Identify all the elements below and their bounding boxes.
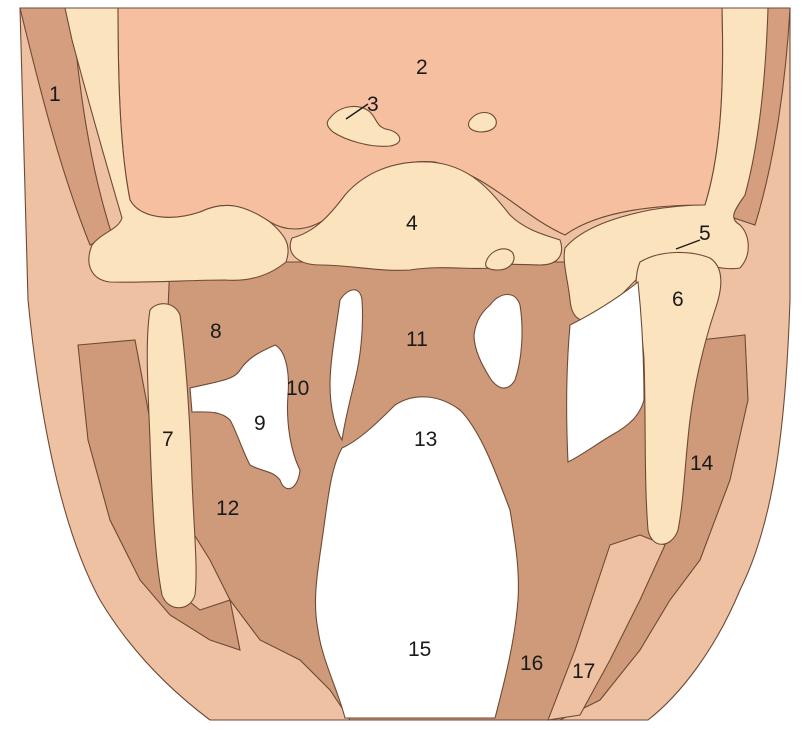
label-15: 15	[408, 638, 431, 661]
label-7: 7	[162, 428, 174, 451]
label-16: 16	[520, 652, 543, 675]
label-14: 14	[690, 452, 714, 475]
label-13: 13	[414, 428, 437, 451]
label-5: 5	[699, 222, 711, 245]
label-8: 8	[210, 320, 222, 343]
label-17: 17	[572, 660, 595, 683]
label-9: 9	[254, 412, 266, 435]
label-12: 12	[216, 497, 239, 520]
label-3: 3	[367, 93, 379, 116]
label-10: 10	[286, 377, 309, 400]
label-6: 6	[672, 288, 684, 311]
label-1: 1	[49, 83, 61, 106]
label-11: 11	[406, 328, 428, 351]
label-2: 2	[416, 56, 428, 79]
label-4: 4	[406, 212, 418, 235]
